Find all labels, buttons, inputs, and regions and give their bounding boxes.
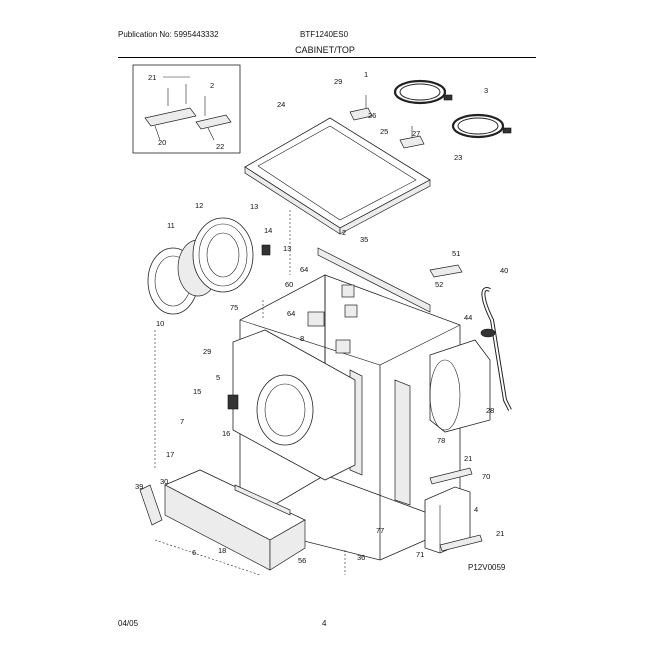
callout-56: 56 — [298, 556, 306, 565]
leader-lines — [154, 210, 346, 576]
callout-29-front: 29 — [203, 347, 211, 356]
callout-26: 26 — [368, 111, 376, 120]
callout-17: 17 — [166, 450, 174, 459]
door-assembly — [147, 217, 271, 315]
footer-page-number: 4 — [322, 619, 327, 628]
callout-13-top: 13 — [250, 202, 258, 211]
callout-2-inset: 2 — [210, 81, 214, 90]
drain-hose — [480, 287, 512, 411]
callout-1: 1 — [364, 70, 368, 79]
callout-78: 78 — [437, 436, 445, 445]
callout-71: 71 — [416, 550, 424, 559]
callout-39: 39 — [135, 482, 143, 491]
publication-number: Publication No: 5995443332 — [118, 30, 219, 39]
callout-27: 27 — [412, 129, 420, 138]
callout-13: 13 — [283, 244, 291, 253]
callout-21: 21 — [464, 454, 472, 463]
callout-12: 12 — [195, 201, 203, 210]
footer-date: 04/05 — [118, 619, 139, 628]
callout-6: 6 — [192, 548, 196, 557]
hose-brackets — [349, 95, 425, 149]
callout-22: 22 — [216, 142, 224, 151]
callout-29: 29 — [334, 77, 342, 86]
callout-8: 8 — [300, 334, 304, 343]
callout-4: 4 — [474, 505, 478, 514]
callout-30: 30 — [160, 477, 168, 486]
tub-assembly — [429, 339, 491, 433]
callout-24: 24 — [277, 100, 285, 109]
callout-18: 18 — [218, 546, 226, 555]
toe-kick-panel — [139, 469, 306, 571]
callout-21-inset: 21 — [148, 73, 156, 82]
inlet-hoses — [393, 79, 512, 139]
callout-44: 44 — [464, 313, 472, 322]
callout-51: 51 — [452, 249, 460, 258]
inset-bracket-detail — [132, 64, 241, 154]
top-panel — [244, 117, 431, 235]
callout-28: 28 — [486, 406, 494, 415]
section-title: CABINET/TOP — [295, 45, 355, 55]
callout-60: 60 — [285, 280, 293, 289]
callout-5: 5 — [216, 373, 220, 382]
controller-box — [424, 467, 483, 554]
callout-23: 23 — [454, 153, 462, 162]
callout-11: 11 — [167, 221, 175, 230]
callout-16: 16 — [222, 429, 230, 438]
callout-63: 64 — [287, 309, 295, 318]
callout-25: 25 — [380, 127, 388, 136]
part-callouts: 21 2 20 22 1 29 3 26 25 27 23 24 12 13 1… — [135, 70, 508, 565]
callout-35: 35 — [360, 235, 368, 244]
callout-7: 7 — [180, 417, 184, 426]
callout-20: 20 — [158, 138, 166, 147]
callout-75: 75 — [230, 303, 238, 312]
callout-14: 14 — [264, 226, 272, 235]
callout-40: 40 — [500, 266, 508, 275]
model-number: BTF1240ES0 — [300, 30, 349, 39]
callout-15: 15 — [193, 387, 201, 396]
callout-70: 70 — [482, 472, 490, 481]
callout-36: 36 — [357, 553, 365, 562]
callout-21-lower: 21 — [496, 529, 504, 538]
callout-77: 77 — [376, 526, 384, 535]
callout-10: 10 — [156, 319, 164, 328]
front-panel — [227, 329, 356, 481]
callout-64: 64 — [300, 265, 308, 274]
diagram-code: P12V0059 — [468, 563, 506, 572]
callout-2: 2 — [342, 228, 346, 237]
switch-components — [307, 264, 463, 354]
callout-52: 52 — [435, 280, 443, 289]
callout-3: 3 — [484, 86, 488, 95]
header-rule — [118, 57, 536, 58]
